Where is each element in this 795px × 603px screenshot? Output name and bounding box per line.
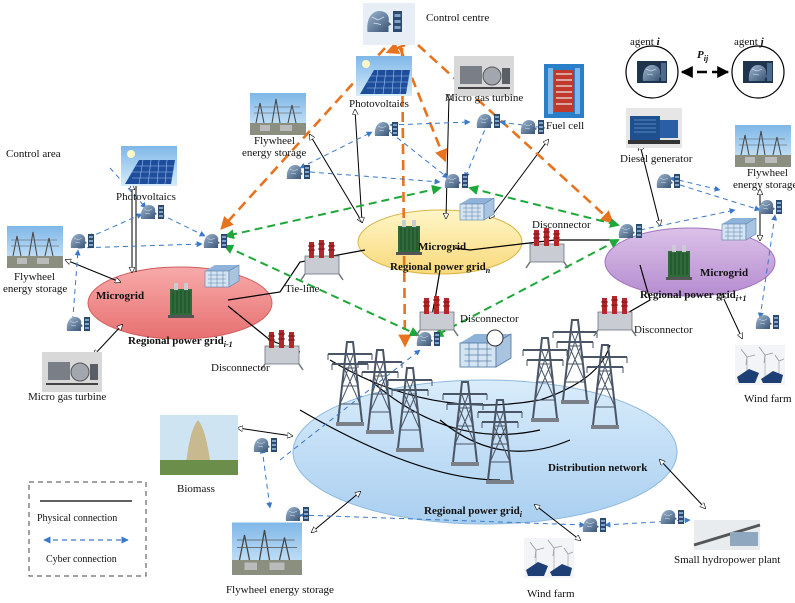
- flywheel-left-label-2: energy storage: [3, 283, 67, 295]
- flywheel-bottom-icon: [231, 521, 303, 576]
- micro-gas-turbine-left-icon: [41, 351, 103, 393]
- agent-wind-right-icon: [755, 314, 780, 330]
- flywheel-left-icon: [6, 225, 64, 269]
- wind-farm-bottom-icon: [523, 537, 575, 579]
- biomass-label: Biomass: [177, 483, 215, 495]
- flywheel-top-label-1: Flywheel: [254, 135, 295, 147]
- agent-wind-bottom-icon: [582, 517, 607, 533]
- regional-right-sub: i+1: [736, 294, 747, 303]
- fuel-cell-icon: [543, 63, 585, 119]
- connection-legend: Physical connection Cyber connection: [28, 481, 147, 577]
- agent-flywheel-bottom-icon: [285, 506, 310, 522]
- flywheel-right-label-2: energy storage: [733, 179, 795, 191]
- agent-flywheel-right-icon: [758, 199, 783, 215]
- agent-distribution-icon: [416, 331, 441, 347]
- agent-flywheel-left-icon: [70, 233, 95, 249]
- photovoltaics-left-icon: [120, 145, 178, 187]
- diesel-generator-label: Diesel generator: [620, 153, 693, 165]
- flywheel-left-label-1: Flywheel: [14, 271, 55, 283]
- wind-farm-right-label: Wind farm: [744, 393, 792, 405]
- building-left-icon: [204, 264, 240, 288]
- agent-center-icon: [444, 173, 469, 189]
- distribution-network-region: [292, 379, 678, 525]
- flywheel-top-label-2: energy storage: [242, 147, 306, 159]
- flywheel-right-icon: [734, 124, 792, 168]
- photovoltaics-left-label: Photovoltaics: [116, 191, 176, 203]
- svg-text:Regional power gridn: Regional power gridn: [390, 261, 491, 275]
- agent-i-label: agent: [630, 36, 657, 48]
- regional-right-label: Regional power grid: [640, 289, 736, 301]
- disconnector-center-label: Disconnector: [460, 313, 519, 325]
- svg-text:Regional power gridi+1: Regional power gridi+1: [640, 289, 747, 303]
- hydro-plant-icon: [693, 520, 761, 550]
- micro-gas-turbine-top-label: Micro gas turbine: [445, 92, 523, 104]
- microgrid-left-label: Microgrid: [96, 290, 144, 302]
- regional-bottom-label: Regional power grid: [424, 505, 520, 517]
- regional-left-sub: i-1: [224, 340, 233, 349]
- control-centre: Control centre: [363, 3, 489, 45]
- legend-physical-label: Physical connection: [37, 513, 117, 524]
- agent-turbine-top-icon: [476, 113, 501, 129]
- small-hydro-label: Small hydropower plant: [674, 554, 780, 566]
- svg-text:Pij: Pij: [697, 49, 709, 63]
- svg-text:Regional power gridi-1: Regional power gridi-1: [128, 335, 233, 349]
- wind-farm-right-icon: [734, 344, 786, 386]
- disconnector-center-right-label: Disconnector: [532, 219, 591, 231]
- agent-i-head-icon: [636, 60, 668, 84]
- disconnector-left-label: Disconnector: [211, 362, 270, 374]
- svg-text:agent i: agent i: [630, 36, 661, 48]
- flywheel-top-icon: [249, 92, 307, 136]
- control-centre-agent-icon: [366, 10, 403, 33]
- agent-j-head-icon: [742, 60, 774, 84]
- diesel-generator-icon: [625, 107, 683, 149]
- control-centre-label: Control centre: [426, 12, 489, 24]
- photovoltaics-top-label: Photovoltaics: [349, 98, 409, 110]
- biomass-plant-icon: [160, 415, 238, 475]
- regional-center-sub: n: [486, 266, 491, 275]
- pij-sub: ij: [704, 54, 709, 63]
- agent-i-var: i: [657, 36, 661, 48]
- micro-gas-turbine-left-label: Micro gas turbine: [28, 391, 106, 403]
- micro-gas-turbine-top-icon: [453, 55, 515, 97]
- regional-left-label: Regional power grid: [128, 335, 224, 347]
- agent-pair-legend: agent i agent j Pij: [625, 36, 785, 99]
- microgrid-right-label: Microgrid: [700, 267, 748, 279]
- disconnector-tie-icon: [300, 239, 344, 281]
- svg-text:agent j: agent j: [734, 36, 765, 48]
- regional-bottom-sub: i: [520, 510, 523, 519]
- flywheel-right-label-1: Flywheel: [747, 167, 788, 179]
- building-center-icon: [459, 197, 495, 221]
- agent-hydro-icon: [660, 509, 685, 525]
- building-right-icon: [721, 217, 757, 241]
- agent-right-icon: [618, 223, 643, 239]
- agent-left-icon: [203, 233, 228, 249]
- agent-j-var: j: [759, 36, 765, 48]
- pij-label: P: [697, 49, 704, 61]
- disconnector-center-icon: [415, 295, 459, 337]
- agent-flywheel-top-icon: [286, 164, 311, 180]
- agent-turbine-left-icon: [66, 316, 91, 332]
- agent-pv-top-icon: [374, 121, 399, 137]
- agent-pv-left-icon: [140, 204, 165, 220]
- agent-j-label: agent: [734, 36, 761, 48]
- disconnector-right-icon: [593, 295, 637, 337]
- agent-diesel-icon: [656, 173, 681, 189]
- disconnector-center-right-icon: [525, 227, 569, 269]
- legend-cyber-label: Cyber connection: [46, 554, 117, 565]
- disconnector-right-label: Disconnector: [634, 324, 693, 336]
- regional-center-label: Regional power grid: [390, 261, 486, 273]
- svg-text:Regional power gridi: Regional power gridi: [424, 505, 523, 519]
- agent-fuelcell-icon: [520, 119, 545, 135]
- fuel-cell-label: Fuel cell: [546, 120, 584, 132]
- photovoltaics-top-icon: [355, 55, 413, 97]
- microgrid-center-label: Microgrid: [418, 241, 466, 253]
- wind-farm-bottom-label: Wind farm: [527, 588, 575, 600]
- control-area-label: Control area: [6, 148, 61, 160]
- agent-biomass-icon: [253, 437, 278, 453]
- flywheel-bottom-label: Flywheel energy storage: [226, 584, 334, 596]
- tie-line-label: Tie-line: [285, 283, 320, 295]
- agent-arrows-green: [223, 184, 620, 337]
- distribution-network-label: Distribution network: [548, 462, 648, 474]
